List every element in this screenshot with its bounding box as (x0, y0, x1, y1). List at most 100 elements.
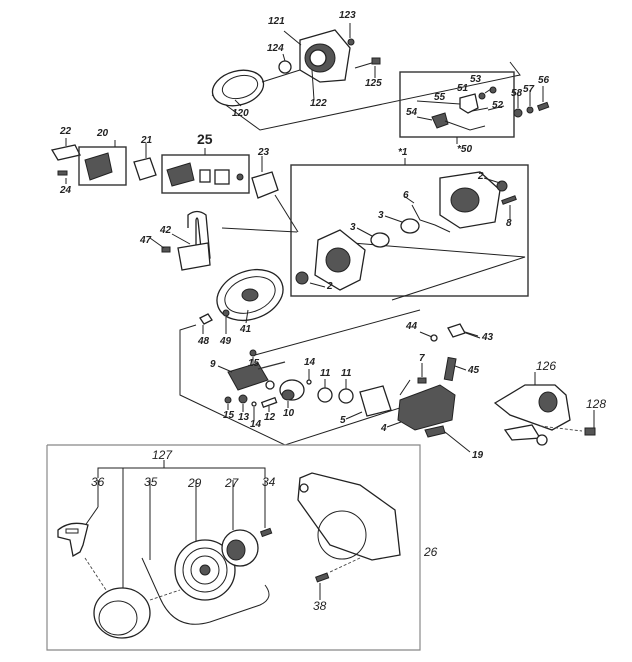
cylinder-4 (397, 379, 456, 431)
seal-2-top (496, 180, 508, 192)
bolt-125 (354, 57, 381, 69)
label-26: 26 (424, 545, 438, 559)
label-25: 25 (197, 131, 213, 147)
spark-plug-45 (443, 356, 457, 382)
label-42: 42 (160, 225, 172, 236)
label-15-bottom: 15 (223, 410, 235, 421)
washer-124 (278, 60, 292, 74)
label-56: 56 (538, 75, 550, 86)
bearing-15-bottom (224, 396, 232, 404)
adapter-23 (251, 171, 279, 199)
gasket-5 (359, 385, 392, 417)
bearing-15-top (249, 349, 257, 357)
starter-rope-35 (141, 557, 270, 625)
clip-14-b (251, 401, 257, 407)
screw-24 (57, 170, 68, 176)
gasket-19 (424, 425, 446, 438)
label-15-top: 15 (248, 358, 260, 369)
clip-14-a (306, 379, 312, 385)
starter-box (46, 444, 421, 651)
crankcase-left (314, 229, 366, 291)
washer-49 (222, 309, 230, 317)
label-3-right: 3 (378, 210, 384, 221)
seal-2-bottom (295, 271, 309, 285)
label-45: 45 (468, 365, 480, 376)
label-120: 120 (232, 108, 249, 119)
label-52: 52 (492, 100, 504, 111)
ring-11-a (317, 387, 333, 403)
leader-lines (65, 23, 595, 428)
label-10: 10 (283, 408, 295, 419)
label-51: 51 (457, 83, 469, 94)
bolt-56 (536, 101, 550, 112)
label-22: 22 (60, 126, 72, 137)
label-2-top: 2 (478, 171, 484, 182)
ratchet-27 (221, 529, 259, 567)
label-58: 58 (511, 88, 523, 99)
label-128: 128 (586, 397, 607, 411)
clutch-group-frame (211, 61, 521, 131)
washer-57 (526, 106, 534, 114)
label-13: 13 (238, 412, 250, 423)
group-20-box (78, 146, 127, 186)
starter-housing (297, 472, 401, 561)
label-5: 5 (340, 415, 346, 426)
ignition-coil-42 (177, 210, 211, 271)
starter-pulley (93, 587, 151, 639)
bearing-3-right (400, 218, 420, 234)
starter-handle-36 (57, 522, 89, 558)
label-11-a: 11 (320, 368, 331, 379)
flywheel-41 (216, 268, 284, 322)
label-35: 35 (144, 475, 158, 489)
label-124: 124 (267, 43, 284, 54)
reed-block-25 (166, 162, 195, 187)
label-48: 48 (198, 336, 210, 347)
label-121: 121 (268, 16, 285, 27)
label-125: 125 (365, 78, 382, 89)
label-127: 127 (152, 448, 173, 462)
ring-11-b (338, 388, 354, 404)
bolt-8 (501, 195, 517, 205)
label-36: 36 (91, 475, 105, 489)
washer-58 (513, 108, 523, 118)
label-47: 47 (140, 235, 152, 246)
label-122: 122 (310, 98, 327, 109)
carburetor-20 (84, 152, 113, 181)
label-43: 43 (482, 332, 494, 343)
screw-47 (161, 246, 171, 253)
label-21: 21 (141, 135, 153, 146)
crankcase-right (439, 171, 501, 229)
bearing-13 (238, 394, 248, 404)
clutch-drum-120 (211, 69, 301, 107)
label-8: 8 (506, 218, 512, 229)
recoil-spring-29 (174, 539, 236, 601)
crankshaft-9 (227, 361, 286, 391)
piston-10 (279, 379, 305, 401)
label-14-bottom: 14 (250, 419, 262, 430)
label-27: 27 (225, 476, 239, 490)
nut-48 (199, 313, 213, 325)
clip-44 (430, 334, 438, 342)
clutch-assembly-121 (299, 29, 351, 83)
label-50: *50 (457, 144, 473, 155)
label-14-top: 14 (304, 357, 316, 368)
cap-43 (447, 323, 466, 338)
bolt-38 (315, 572, 330, 583)
case-outline (339, 241, 526, 301)
gasket-21 (133, 157, 157, 181)
label-55: 55 (434, 92, 446, 103)
label-34: 34 (262, 475, 276, 489)
label-29: 29 (188, 476, 202, 490)
label-19: 19 (472, 450, 484, 461)
label-6: 6 (403, 190, 409, 201)
insulator-22 (50, 144, 81, 161)
label-1: *1 (398, 147, 408, 158)
label-49: 49 (220, 336, 232, 347)
label-20: 20 (97, 128, 109, 139)
group-50-parts (431, 86, 497, 131)
gasket-6 (411, 204, 451, 233)
nut-123 (347, 38, 355, 46)
label-57: 57 (523, 84, 535, 95)
label-41: 41 (240, 324, 252, 335)
